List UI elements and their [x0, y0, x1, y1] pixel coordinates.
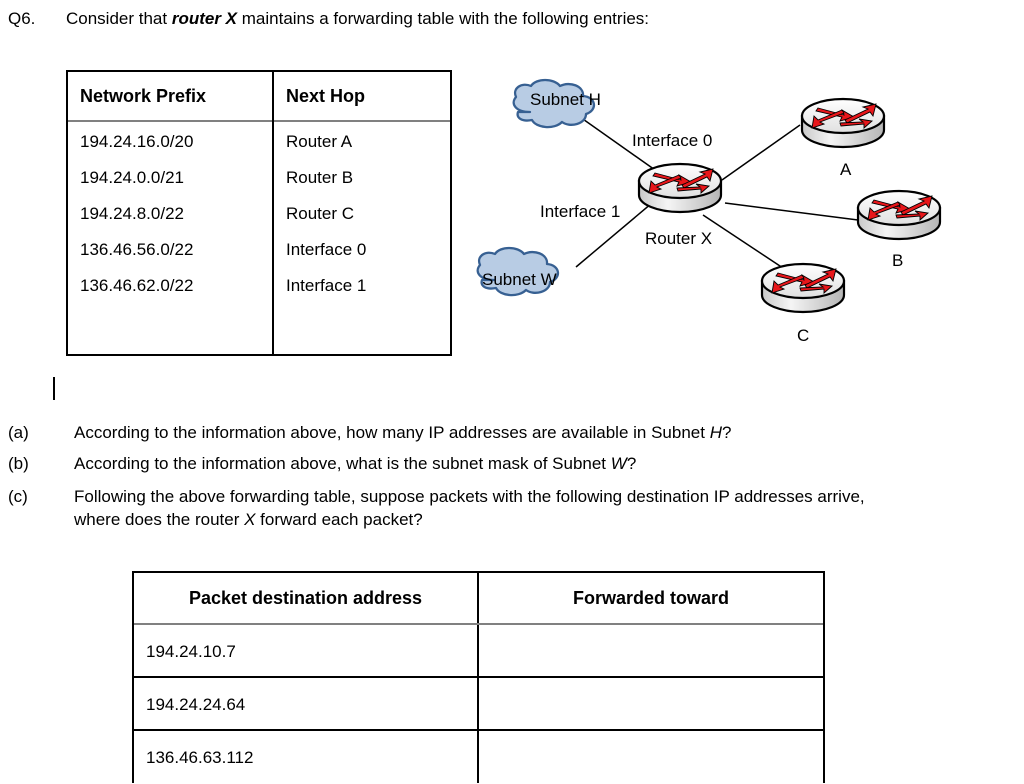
forwarding-table-header-network-prefix: Network Prefix [80, 86, 207, 106]
network-topology-diagram [460, 70, 1024, 360]
text-cursor-caret [53, 377, 55, 400]
question-text-after: maintains a forwarding table with the fo… [237, 9, 650, 28]
sub-question-c: (c) Following the above forwarding table… [8, 485, 888, 531]
interface-1-label: Interface 1 [540, 202, 621, 221]
table-row: 136.46.56.0/22 [80, 240, 194, 259]
router-a-label: A [840, 160, 852, 179]
table-row: Router C [286, 204, 355, 223]
router-x-label: Router X [645, 229, 713, 248]
packet-table-header-address: Packet destination address [188, 588, 423, 608]
question-text-bold: router X [171, 9, 238, 28]
subnet-h-label: Subnet H [530, 90, 601, 109]
sub-question-b: (b) According to the information above, … [8, 452, 968, 475]
router-x-icon [637, 162, 723, 214]
table-row: Interface 1 [286, 276, 367, 295]
router-b-label: B [892, 251, 904, 270]
sub-question-a: (a) According to the information above, … [8, 421, 968, 444]
table-row: Router A [286, 132, 353, 151]
text-run: ? [626, 454, 637, 473]
diagram-links [575, 116, 859, 269]
text-run-italic: W [610, 454, 627, 473]
forwarding-table-header-next-hop: Next Hop [286, 86, 366, 106]
sub-question-a-text: According to the information above, how … [74, 421, 968, 444]
packet-table-row-divider [134, 676, 823, 678]
interface-0-label: Interface 0 [632, 131, 713, 150]
router-a-icon [800, 97, 886, 149]
table-row: 136.46.62.0/22 [80, 276, 194, 295]
packet-table-column-divider [477, 573, 479, 783]
text-run: According to the information above, what… [74, 454, 611, 473]
table-row: 136.46.63.112 [146, 748, 254, 767]
packet-forwarding-table: Packet destination address Forwarded tow… [132, 571, 825, 783]
text-run-italic: X [244, 510, 256, 529]
router-b-icon [856, 189, 942, 241]
forwarding-table-column-divider [272, 72, 274, 354]
table-row: 194.24.8.0/22 [80, 204, 184, 223]
table-row: Router B [286, 168, 354, 187]
packet-table-header-divider [134, 623, 823, 625]
question-stem: Q6. Consider that router X maintains a fo… [8, 8, 649, 30]
sub-question-c-text: Following the above forwarding table, su… [74, 485, 888, 531]
table-row: 194.24.0.0/21 [80, 168, 184, 187]
forwarding-table: Network Prefix Next Hop 194.24.16.0/20 1… [66, 70, 452, 356]
text-run: According to the information above, how … [74, 423, 710, 442]
text-run: forward each packet? [255, 510, 423, 529]
subnet-w-label: Subnet W [482, 270, 557, 289]
text-run-italic: H [709, 423, 722, 442]
router-c-icon [760, 262, 846, 314]
table-row: 194.24.24.64 [146, 695, 246, 714]
forwarding-table-nexthop-column: Router A Router B Router C Interface 0 I… [286, 124, 366, 304]
forwarding-table-prefix-column: 194.24.16.0/20 194.24.0.0/21 194.24.8.0/… [80, 124, 193, 304]
text-run: Following the above forwarding table, su… [74, 487, 865, 529]
question-text-before: Consider that [66, 9, 172, 28]
sub-question-c-tag: (c) [8, 487, 28, 506]
sub-question-b-text: According to the information above, what… [74, 452, 968, 475]
sub-question-a-tag: (a) [8, 423, 29, 442]
table-row: Interface 0 [286, 240, 367, 259]
table-row: 194.24.10.7 [146, 642, 236, 661]
packet-table-header-forwarded: Forwarded toward [572, 588, 729, 608]
sub-question-b-tag: (b) [8, 454, 29, 473]
forwarding-table-header-divider [68, 120, 450, 122]
table-row: 194.24.16.0/20 [80, 132, 194, 151]
packet-table-row-divider [134, 729, 823, 731]
question-number: Q6. [8, 9, 36, 28]
router-c-label: C [797, 326, 810, 345]
text-run: ? [721, 423, 732, 442]
